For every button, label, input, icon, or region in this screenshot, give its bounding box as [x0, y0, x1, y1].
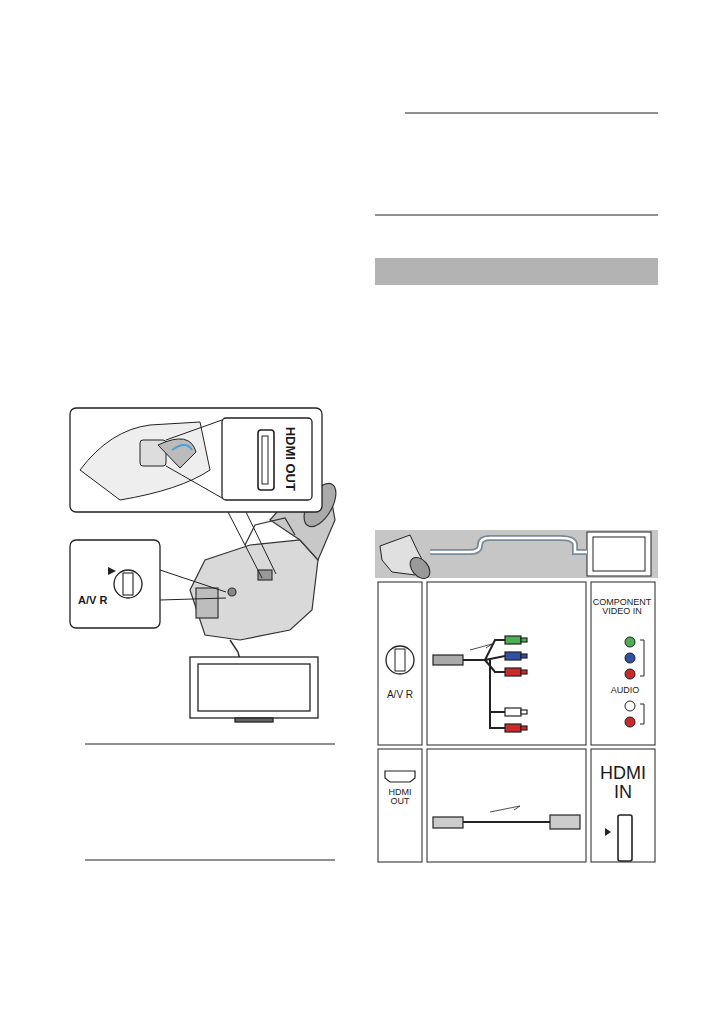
- jack-label: A/V R: [380, 690, 420, 701]
- jack-label: A/V R: [78, 595, 122, 607]
- section-bar: [375, 258, 658, 285]
- input-label: COMPONENT VIDEO IN: [587, 598, 657, 617]
- port-label: HDMI OUT: [379, 788, 421, 807]
- port-label: HDMI IN: [593, 764, 653, 802]
- television: [190, 657, 318, 722]
- av-callout: [70, 540, 226, 628]
- connection-table: [375, 530, 658, 862]
- input-label: AUDIO: [595, 686, 655, 695]
- port-label: HDMI OUT: [283, 414, 297, 504]
